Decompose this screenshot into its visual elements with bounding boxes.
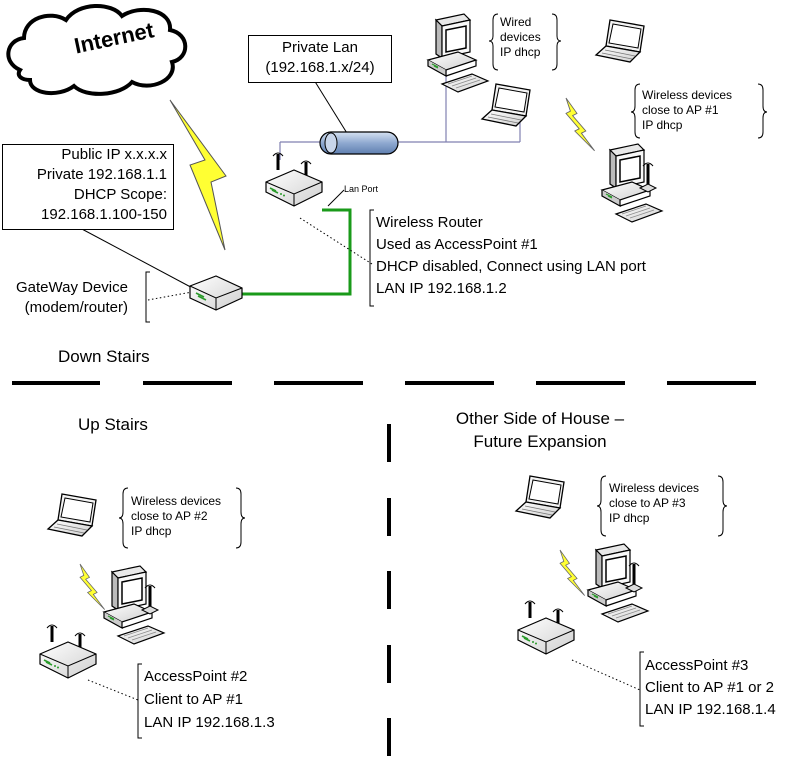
ap2-line3: LAN IP 192.168.1.3 <box>144 714 275 731</box>
ap2-desktop-icon <box>104 566 164 644</box>
ap3-line1: AccessPoint #3 <box>645 657 749 674</box>
ap3-lightning-icon <box>559 549 586 596</box>
gateway-dhcp-label: DHCP Scope: <box>73 186 167 203</box>
lan-port-label: Lan Port <box>344 184 379 194</box>
private-lan-subnet: (192.168.1.x/24) <box>265 59 375 76</box>
ap3-laptop-icon <box>515 475 565 519</box>
internet-cloud <box>6 3 188 96</box>
ap2-line1: AccessPoint #2 <box>144 668 248 685</box>
ap3-label: AccessPoint #3 Client to AP #1 or 2 LAN … <box>645 655 776 721</box>
ap2-lightning-icon <box>79 563 106 610</box>
gateway-device-label: GateWay Device (modem/router) <box>16 278 128 318</box>
wireless-ap1-line3: IP dhcp <box>642 118 683 132</box>
lan-port-cable <box>242 208 352 296</box>
wireless-ap2-line3: IP dhcp <box>131 524 172 538</box>
wired-devices-brace-right <box>551 13 562 71</box>
wireless-ap2-line2: close to AP #2 <box>131 509 208 523</box>
ap1-label-connector <box>299 217 373 265</box>
wired-devices-brace <box>488 13 499 71</box>
ap3-line2: Client to AP #1 or 2 <box>645 679 774 696</box>
ap1-lightning-icon <box>565 97 596 152</box>
wireless-ap3-label: Wireless devices close to AP #3 IP dhcp <box>609 481 699 526</box>
section-other-line2: Future Expansion <box>473 432 607 451</box>
gateway-device-name: GateWay Device <box>16 279 128 296</box>
ap2-router-icon <box>38 623 98 680</box>
gateway-device-icon <box>189 275 243 311</box>
wireless-ap2-brace <box>118 487 129 549</box>
ap1-line2: Used as AccessPoint #1 <box>376 236 538 253</box>
gateway-device-type: (modem/router) <box>24 299 128 316</box>
wireless-ap1-line1: Wireless devices <box>642 88 733 102</box>
ap3-desktop-icon <box>588 544 648 622</box>
gateway-label-connector <box>147 291 193 301</box>
wired-devices-line1: Wired <box>500 15 532 29</box>
wireless-ap3-brace <box>596 475 607 537</box>
wired-devices-line3: IP dhcp <box>500 45 541 59</box>
ap3-line3: LAN IP 192.168.1.4 <box>645 701 776 718</box>
gateway-dhcp-scope: 192.168.1.100-150 <box>41 206 167 223</box>
gateway-info-box: Public IP x.x.x.x Private 192.168.1.1 DH… <box>2 144 174 230</box>
section-other-side: Other Side of House – Future Expansion <box>440 407 640 453</box>
wireless-desktop-ap1-icon <box>602 144 662 222</box>
wireless-ap2-label: Wireless devices close to AP #2 IP dhcp <box>131 494 221 539</box>
wireless-ap1-label: Wireless devices close to AP #1 IP dhcp <box>642 88 732 133</box>
wireless-ap1-brace <box>630 83 641 139</box>
lan-port-connector <box>327 189 345 207</box>
internet-lightning-bolt <box>169 99 227 251</box>
ap1-label: Wireless Router Used as AccessPoint #1 D… <box>376 212 646 300</box>
ap1-line1: Wireless Router <box>376 214 483 231</box>
wired-devices-label: Wired devices IP dhcp <box>500 15 541 60</box>
ap2-label: AccessPoint #2 Client to AP #1 LAN IP 19… <box>144 665 275 734</box>
wireless-laptop-ap1-icon <box>595 19 645 63</box>
ap3-bracket <box>639 651 644 727</box>
gateway-private-ip: Private 192.168.1.1 <box>36 166 167 183</box>
wireless-ap3-line3: IP dhcp <box>609 511 650 525</box>
ap1-bracket <box>369 209 374 307</box>
wireless-ap1-line2: close to AP #1 <box>642 103 719 117</box>
ap1-line4: LAN IP 192.168.1.2 <box>376 280 507 297</box>
gateway-public-ip: Public IP x.x.x.x <box>61 146 167 163</box>
wireless-ap3-brace-right <box>717 475 728 537</box>
wireless-ap1-brace-right <box>757 83 768 139</box>
wired-desktop-icon <box>427 13 489 93</box>
ap3-router-icon <box>516 599 576 656</box>
wired-laptop-icon <box>481 83 531 127</box>
private-lan-box: Private Lan (192.168.1.x/24) <box>248 35 392 83</box>
ap2-bracket <box>137 663 142 739</box>
wireless-ap3-line1: Wireless devices <box>609 481 700 495</box>
ap2-label-connector <box>87 679 139 701</box>
ap3-label-connector <box>571 659 641 691</box>
private-lan-cable-icon <box>319 131 399 155</box>
ap1-router-icon <box>264 151 324 208</box>
ap1-line3: DHCP disabled, Connect using LAN port <box>376 258 646 275</box>
wireless-ap2-brace-right <box>235 487 246 549</box>
section-down-stairs: Down Stairs <box>58 347 150 366</box>
gateway-info-connector <box>79 227 201 293</box>
ap2-laptop-icon <box>47 493 97 537</box>
section-up-stairs: Up Stairs <box>78 415 148 434</box>
wired-devices-line2: devices <box>500 30 541 44</box>
wireless-ap3-line2: close to AP #3 <box>609 496 686 510</box>
private-lan-title: Private Lan <box>282 39 358 56</box>
wireless-ap2-line1: Wireless devices <box>131 494 222 508</box>
private-lan-connector <box>313 79 351 139</box>
gateway-label-bracket <box>145 271 150 323</box>
section-other-line1: Other Side of House – <box>455 409 625 428</box>
ap2-line2: Client to AP #1 <box>144 691 243 708</box>
